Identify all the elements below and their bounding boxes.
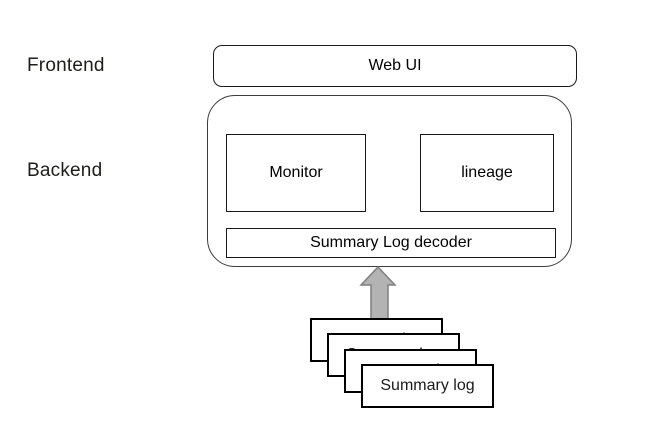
up-arrow-shape bbox=[359, 265, 397, 323]
frontend-row-label: Frontend bbox=[27, 55, 105, 76]
monitor-label: Monitor bbox=[269, 164, 323, 181]
web-ui-label: Web UI bbox=[368, 57, 422, 74]
up-arrow-icon bbox=[359, 265, 397, 323]
backend-container: Monitor lineage Summary Log decoder bbox=[207, 95, 572, 267]
lineage-box: lineage bbox=[420, 134, 554, 212]
web-ui-box: Web UI bbox=[213, 45, 577, 87]
summary-log-decoder-label: Summary Log decoder bbox=[310, 234, 472, 251]
summary-log-decoder-bar: Summary Log decoder bbox=[226, 228, 556, 258]
summary-log-card-front: Summary log bbox=[361, 364, 494, 408]
summary-log-card-label: Summary log bbox=[380, 377, 475, 394]
backend-row-label: Backend bbox=[27, 160, 103, 181]
monitor-box: Monitor bbox=[226, 134, 366, 212]
lineage-label: lineage bbox=[461, 164, 513, 181]
